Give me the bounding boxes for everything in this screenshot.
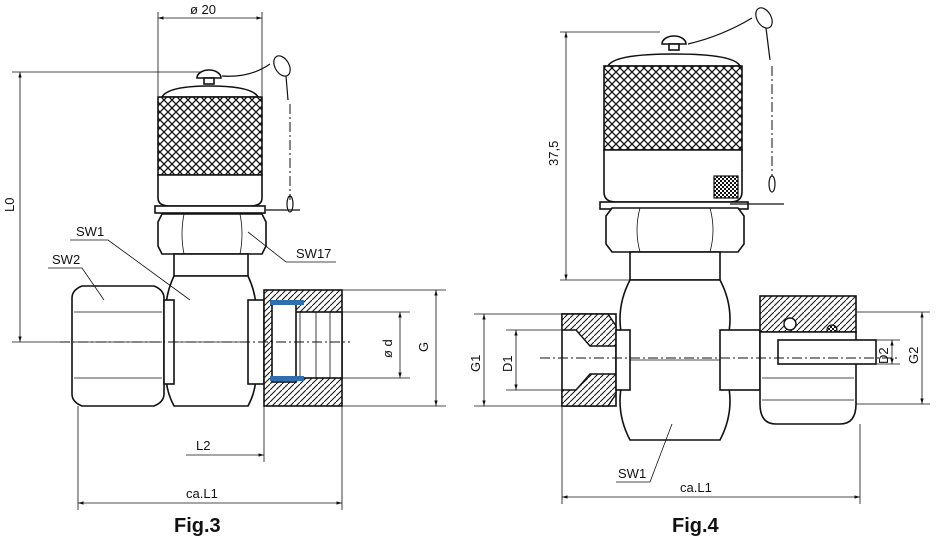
fig3-label-sw2: SW2	[52, 252, 80, 267]
fig4-dim-d1: D1	[500, 355, 515, 372]
fig3-dim-d: ø d	[380, 339, 395, 358]
fig4-dim-d2: D2	[876, 347, 891, 364]
fig4-label-sw1: SW1	[618, 466, 646, 481]
fig3-label-sw1: SW1	[76, 224, 104, 239]
fig3-dim-l2: L2	[196, 438, 210, 453]
fig3-nut-sw2	[71, 285, 165, 407]
fig3-dim-l1: ca.L1	[186, 486, 218, 501]
fig4-right-fitting	[719, 295, 877, 425]
fig3-dimensions	[12, 12, 446, 510]
fig4-dim-g1: G1	[468, 355, 483, 372]
fig3-dim-l0: L0	[2, 198, 17, 212]
fig4-dim-height-37-5: 37,5	[546, 141, 561, 166]
fig3-chain	[221, 55, 300, 213]
fig3-body-sw1	[165, 275, 257, 407]
fig4-caption: Fig.4	[672, 515, 720, 537]
fig4-dim-l1: ca.L1	[680, 480, 712, 495]
fig3-dim-diameter-20: ø 20	[190, 2, 216, 17]
fig3-label-sw17: SW17	[296, 246, 331, 261]
fig4-dimensions	[474, 31, 930, 504]
fig3-hex-sw17	[157, 213, 267, 255]
fig3-dim-g: G	[416, 342, 431, 352]
fig4-left-fitting	[561, 313, 631, 407]
fig4-hex	[605, 207, 745, 253]
fig3-port-section	[247, 289, 343, 407]
figure-4: 37,5 G1 D1 D2 G2 SW1 ca.L1 Fig.4	[468, 7, 930, 537]
figure-3: ø 20 L0 SW1 SW2 SW17 ø d G L2 ca.L1 Fig.…	[2, 2, 446, 537]
fig4-chain	[687, 7, 784, 205]
fig3-caption: Fig.3	[174, 515, 221, 537]
fig4-dim-g2: G2	[906, 347, 921, 364]
fig3-dust-cap	[154, 69, 266, 214]
fig4-dust-cap	[599, 35, 749, 210]
